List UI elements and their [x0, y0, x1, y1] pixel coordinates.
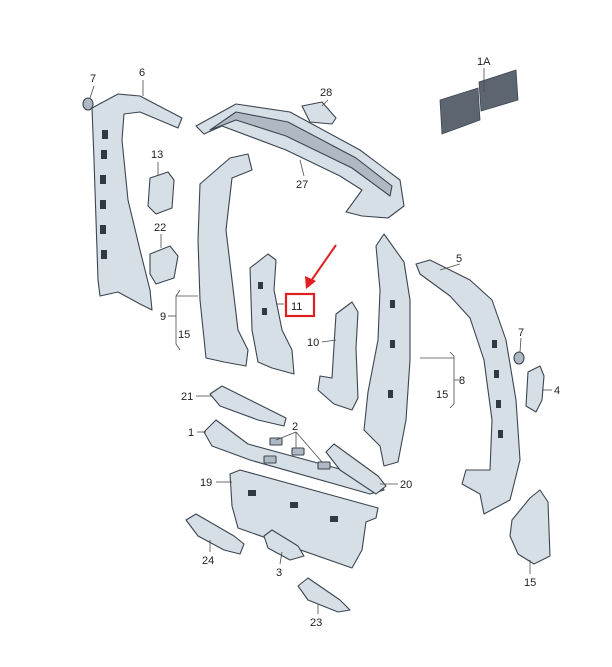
highlight-marker: [284, 244, 337, 318]
part-4-bracket: [525, 365, 545, 413]
part-7-grommet-left: [82, 97, 94, 111]
callout-15-c: 15: [436, 389, 448, 401]
part-3-bracket: [263, 529, 305, 561]
callout-20: 20: [400, 479, 412, 491]
callout-23: 23: [310, 617, 322, 629]
highlight-arrow: [310, 244, 337, 282]
part-1-crossmember: [203, 419, 385, 495]
callout-10: 10: [307, 337, 319, 349]
callout-22: 22: [154, 222, 166, 234]
part-8-c-pillar: [363, 233, 411, 467]
part-1A-panels: [439, 69, 519, 135]
part-7-grommet-right: [513, 351, 525, 365]
leader-lines: [89, 68, 552, 614]
part-22-bracket: [149, 245, 179, 285]
callout-15-b: 15: [178, 329, 190, 341]
part-24-bracket: [185, 513, 245, 555]
callout-7-right: 7: [518, 327, 524, 339]
part-5-d-pillar: [415, 259, 521, 515]
highlight-arrowhead: [305, 276, 316, 289]
callout-4: 4: [554, 385, 560, 397]
callout-24: 24: [202, 555, 214, 567]
callout-28: 28: [320, 87, 332, 99]
callout-labels: 1A 6 7 13 22 28 27 9 15 11 10 5 7 8 15 4…: [90, 56, 560, 629]
part-28-clip: [301, 101, 337, 125]
callout-8: 8: [459, 375, 465, 387]
callout-5: 5: [456, 253, 462, 265]
callout-3: 3: [276, 567, 282, 579]
part-11-reinforcement: [249, 253, 295, 375]
callout-21: 21: [181, 391, 193, 403]
part-13-bracket: [147, 171, 175, 215]
callout-6: 6: [139, 67, 145, 79]
callout-11: 11: [291, 301, 302, 313]
callout-1: 1: [188, 427, 194, 439]
part-23-bracket: [297, 577, 351, 613]
part-21-bracket: [209, 385, 287, 427]
part-2-clips: [263, 437, 331, 470]
part-27-roof-frame: [195, 103, 405, 219]
callout-13: 13: [151, 149, 163, 161]
highlight-box: [284, 292, 316, 318]
callout-15-a: 15: [524, 577, 536, 589]
part-10-bracket: [317, 301, 359, 411]
part-19-rear-panel: [229, 469, 379, 569]
part-9-b-pillar: [197, 153, 253, 367]
callout-1A: 1A: [477, 56, 491, 68]
callout-27: 27: [296, 179, 308, 191]
callout-7-left: 7: [90, 73, 96, 85]
callout-2: 2: [292, 421, 298, 433]
part-15-lower-panel: [509, 489, 551, 565]
callout-19: 19: [200, 477, 212, 489]
part-20-bracket: [325, 443, 387, 495]
part-6-a-pillar: [91, 93, 183, 311]
callout-9: 9: [160, 311, 166, 323]
